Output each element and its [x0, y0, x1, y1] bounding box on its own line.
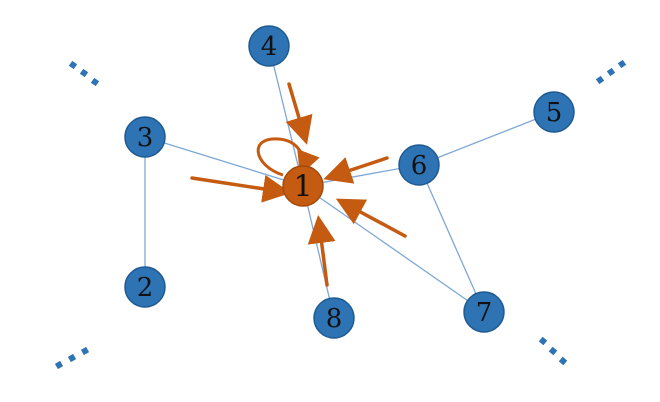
arrow-from-4: [285, 82, 313, 145]
ellipsis-top-left: [68, 60, 100, 87]
edge-8-1: [302, 185, 335, 319]
node-6-label: 6: [411, 151, 428, 181]
node-3: 3: [124, 116, 166, 158]
edge-3-1: [144, 136, 304, 187]
node-1-label: 1: [293, 170, 312, 205]
node-7: 7: [463, 291, 505, 333]
node-5-circle: [533, 91, 575, 133]
node-3-circle: [124, 116, 166, 158]
node-8-label: 8: [326, 304, 343, 334]
edge-6-7: [418, 164, 485, 313]
ellipsis-bottom-right: [538, 336, 568, 366]
arrow-from-8: [307, 215, 336, 287]
node-1-circle: [282, 165, 324, 207]
self-loop-arrow: [256, 137, 320, 177]
edge-7-1: [302, 185, 485, 313]
node-8-circle: [313, 297, 355, 339]
edge-6-5: [418, 111, 555, 166]
arrow-from-7: [335, 198, 407, 238]
ellipsis-top-right: [595, 59, 627, 85]
node-3-label: 3: [137, 123, 154, 153]
node-8: 8: [313, 297, 355, 339]
node-5: 5: [533, 91, 575, 133]
arrow-layer: [190, 82, 407, 287]
arrow-from-3: [190, 175, 291, 203]
node-4-circle: [248, 25, 290, 67]
node-2-circle: [124, 266, 166, 308]
node-7-label: 7: [476, 298, 493, 328]
edge-layer: [144, 45, 555, 319]
arrow-from-6: [323, 156, 389, 184]
node-6: 6: [398, 144, 440, 186]
node-5-label: 5: [546, 98, 563, 128]
node-layer: 1 2 3 4 5 6 7 8: [124, 25, 575, 339]
node-1: 1: [282, 165, 324, 207]
node-7-circle: [463, 291, 505, 333]
node-2-label: 2: [137, 273, 154, 303]
node-6-circle: [398, 144, 440, 186]
node-4: 4: [248, 25, 290, 67]
ellipsis-bottom-left: [54, 346, 90, 370]
node-2: 2: [124, 266, 166, 308]
node-4-label: 4: [261, 32, 278, 62]
